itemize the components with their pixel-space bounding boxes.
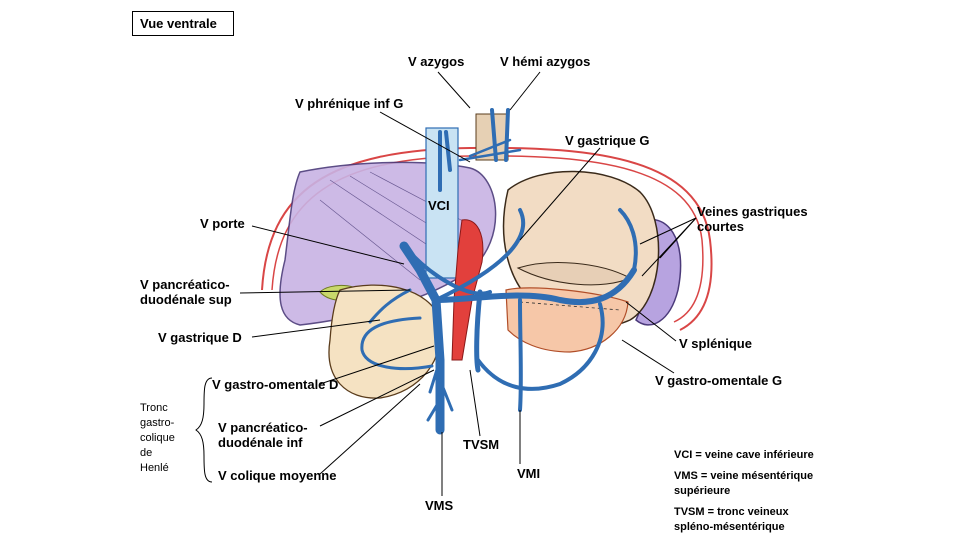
- label-pancreatico-sup: V pancréatico- duodénale sup: [140, 277, 232, 307]
- label-vci: VCI: [428, 198, 450, 213]
- pancreas-dash: [519, 301, 621, 311]
- liver-hatching: [319, 171, 481, 281]
- label-pancreatico-inf: V pancréatico- duodénale inf: [218, 420, 308, 450]
- label-hemi-azygos: V hémi azygos: [500, 54, 591, 69]
- label-gastro-omentale-d: V gastro-omentale D: [212, 377, 339, 392]
- label-gastro-omentale-g: V gastro-omentale G: [655, 373, 783, 388]
- label-phrenique: V phrénique inf G: [295, 96, 404, 111]
- label-vmi: VMI: [517, 466, 541, 481]
- view-title: Vue ventrale: [132, 11, 234, 36]
- label-gastrique-g: V gastrique G: [565, 133, 650, 148]
- legend-tvsm: TVSM = tronc veineux spléno-mésentérique: [674, 506, 789, 533]
- leader-lines: [239, 71, 697, 496]
- henle-brace: [195, 377, 213, 483]
- label-gastrique-d: V gastrique D: [158, 330, 242, 345]
- veins: [360, 108, 638, 435]
- label-colique-moyenne: V colique moyenne: [218, 468, 337, 483]
- duodenum: [328, 284, 442, 399]
- label-splenique: V splénique: [679, 336, 752, 351]
- pancreas: [505, 287, 629, 353]
- henle-trunk-label: Tronc gastro- colique de Henlé: [140, 402, 175, 474]
- label-porte: V porte: [200, 216, 245, 231]
- label-gastriques-courtes: Veines gastriques courtes: [697, 204, 808, 234]
- label-vms: VMS: [425, 498, 454, 513]
- legend-vci: VCI = veine cave inférieure: [674, 449, 814, 461]
- label-azygos: V azygos: [408, 54, 465, 69]
- label-tvsm: TVSM: [463, 437, 500, 452]
- legend-vms: VMS = veine mésentérique supérieure: [674, 470, 814, 497]
